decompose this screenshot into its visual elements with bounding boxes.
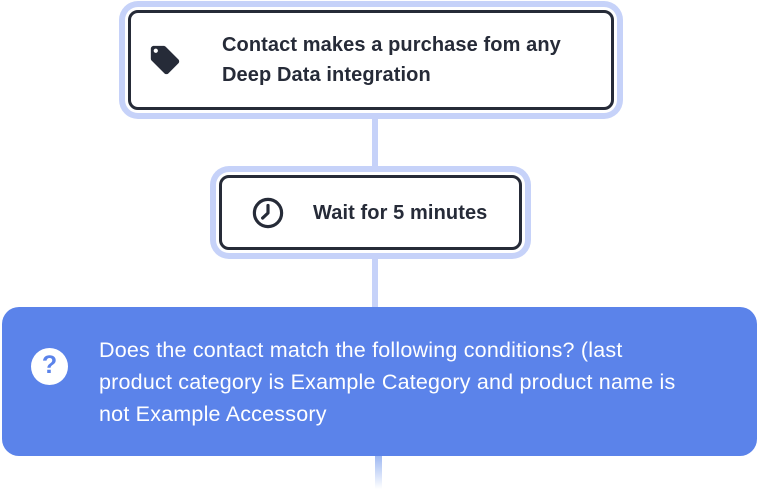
connector-wait-to-condition [372,258,378,307]
condition-label: Does the contact match the following con… [99,334,675,430]
trigger-label: Contact makes a purchase fom any Deep Da… [222,30,561,90]
wait-node[interactable]: Wait for 5 minutes [219,175,522,250]
question-icon: ? [31,348,68,385]
condition-label-line3: not Example Accessory [99,401,327,426]
trigger-label-line2: Deep Data integration [222,64,431,86]
wait-label: Wait for 5 minutes [313,201,488,224]
condition-label-line2: product category is Example Category and… [99,369,676,394]
condition-node[interactable]: ? Does the contact match the following c… [2,307,757,456]
tag-icon [148,43,182,77]
connector-condition-to-next [375,456,382,489]
condition-label-line1: Does the contact match the following con… [99,337,623,362]
trigger-label-line1: Contact makes a purchase fom any [222,34,561,56]
clock-icon [249,194,287,232]
trigger-node[interactable]: Contact makes a purchase fom any Deep Da… [128,10,614,110]
connector-trigger-to-wait [372,118,378,168]
question-glyph: ? [41,351,58,379]
